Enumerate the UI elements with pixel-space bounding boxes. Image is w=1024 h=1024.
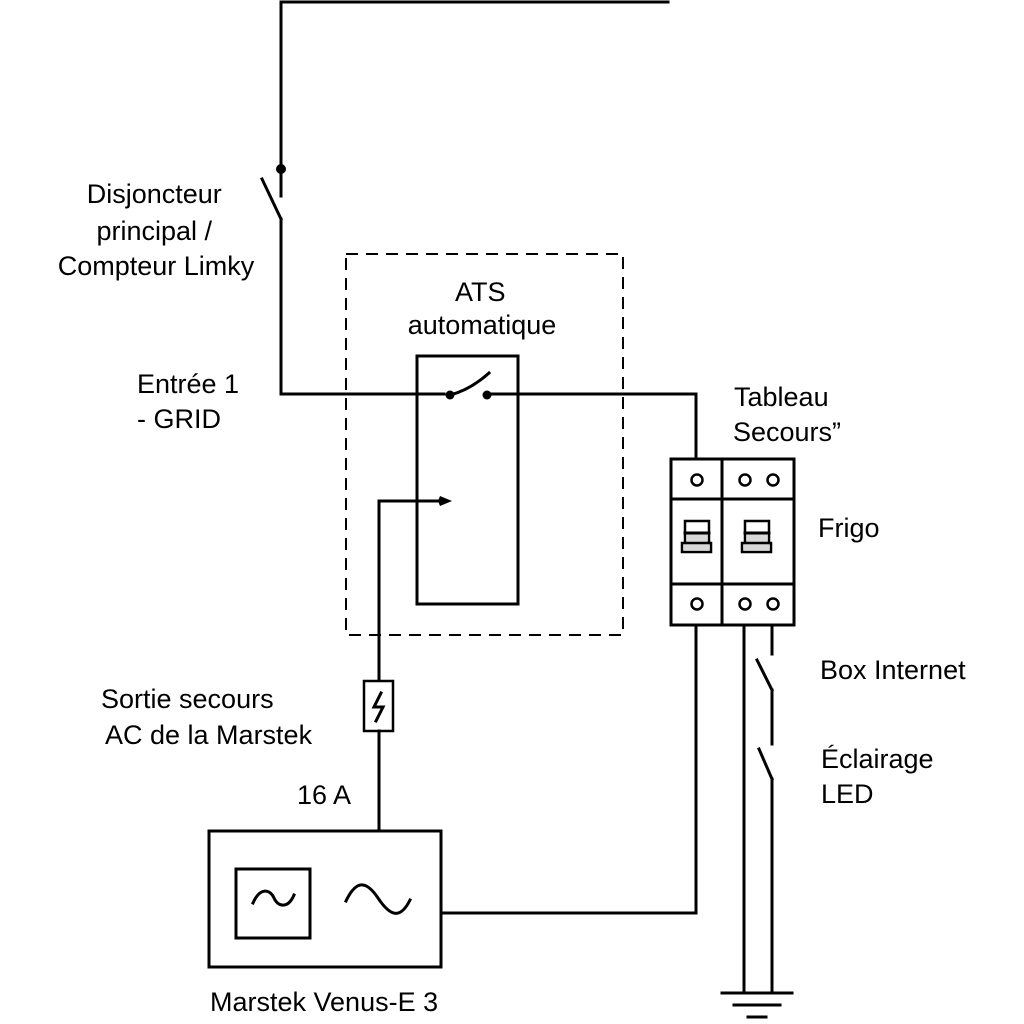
ac-sine-icon: [344, 883, 413, 915]
circuit-box-internet-label: Box Internet: [820, 655, 966, 685]
circuit-wire-switches: [754, 623, 775, 995]
backup-panel: [669, 457, 796, 627]
marstek-to-panel-wire: [439, 623, 698, 915]
breaker-lever-icon: [680, 519, 713, 554]
ats-switch-contact-icon: [445, 370, 698, 400]
lightning-icon: [371, 690, 386, 724]
terminal-icon: [738, 597, 752, 611]
fuse-16a: [362, 679, 395, 831]
grid-feed-wire: [279, 0, 670, 170]
terminal-icon: [766, 597, 780, 611]
marstek-label: Marstek Venus-E 3: [210, 987, 438, 1017]
marstek-battery: [207, 829, 443, 969]
main-breaker-switch-icon: [260, 164, 446, 396]
ats-switch-box: [415, 354, 520, 606]
ground-icon: [720, 991, 794, 1019]
grid-input-label: Entrée 1 - GRID: [137, 369, 247, 434]
box-internet-switch-icon: [754, 657, 775, 693]
terminal-icon: [766, 473, 780, 487]
breaker-lever-icon: [740, 519, 773, 554]
inverter-sine-icon: [251, 889, 296, 907]
main-breaker-label: Disjoncteur principal / Compteur Limky: [58, 179, 255, 281]
ats-label: ATS automatique: [408, 277, 557, 340]
eclairage-switch-icon: [757, 747, 774, 781]
circuit-frigo-label: Frigo: [818, 513, 880, 543]
backup-panel-label: Tableau Secours”: [733, 382, 841, 447]
ats-enclosure: [345, 253, 624, 636]
terminal-icon: [738, 473, 752, 487]
backup-output-label: Sortie secours AC de la Marstek: [101, 684, 313, 750]
backup-input-arrow-icon: [377, 496, 452, 682]
inverter-ac-icon: [234, 867, 312, 940]
circuit-eclairage-label: Éclairage LED: [821, 744, 941, 809]
terminal-icon: [690, 597, 704, 611]
terminal-icon: [690, 473, 704, 487]
fuse-rating-label: 16 A: [297, 780, 351, 810]
